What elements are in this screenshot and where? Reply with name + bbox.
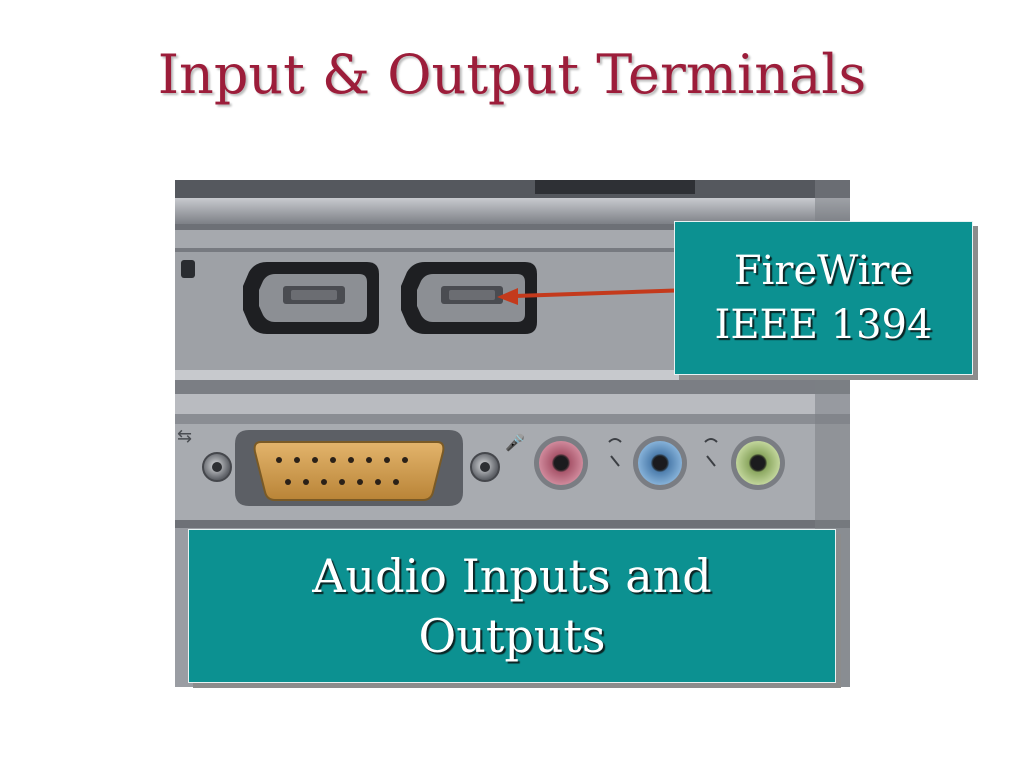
svg-text:⇆: ⇆ <box>177 426 192 447</box>
firewire-callout: FireWire IEEE 1394 <box>674 221 973 375</box>
firewire-port-1 <box>243 262 379 334</box>
firewire-port-2 <box>401 262 537 334</box>
firewire-callout-line2: IEEE 1394 <box>714 302 933 348</box>
svg-text:🎤: 🎤 <box>505 433 525 452</box>
firewire-callout-line1: FireWire <box>733 248 914 294</box>
audio-callout-line2: Outputs <box>418 609 606 663</box>
audio-jack-pink <box>534 436 588 490</box>
slide-title: Input & Output Terminals <box>157 43 867 106</box>
audio-jack-blue <box>633 436 687 490</box>
audio-callout-line1: Audio Inputs and <box>312 549 712 603</box>
audio-callout: Audio Inputs and Outputs <box>188 529 836 683</box>
game-port <box>235 430 463 506</box>
audio-jack-green <box>731 436 785 490</box>
